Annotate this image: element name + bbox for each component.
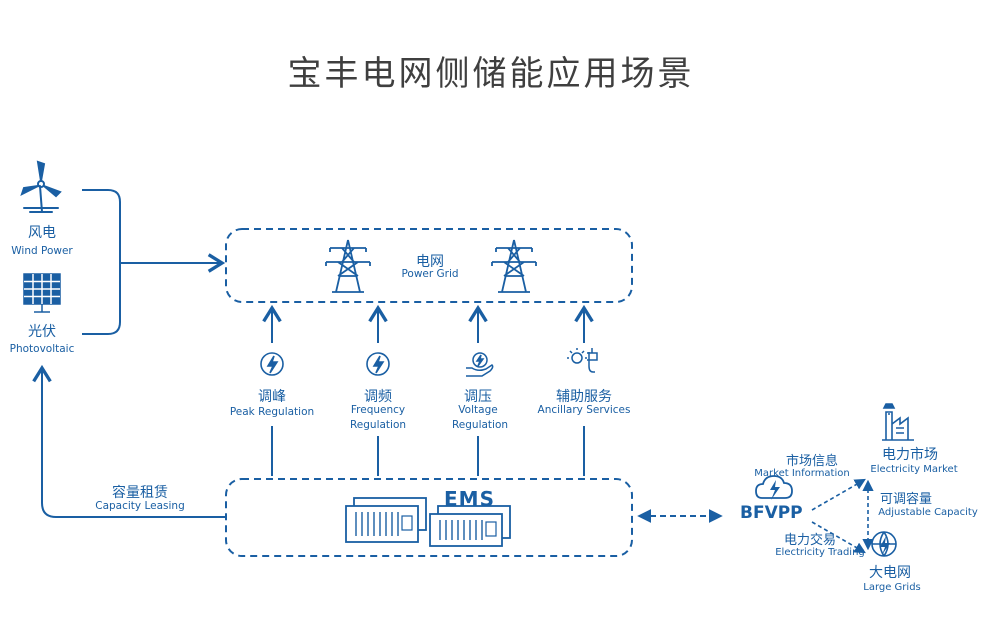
peak-regulation-label-en: Peak Regulation	[229, 406, 315, 418]
electricity-market-label-en: Electricity Market	[870, 464, 958, 475]
voltage-regulation-label-en-1: Voltage	[458, 404, 498, 416]
photovoltaic-label-en: Photovoltaic	[9, 343, 75, 355]
factory-icon	[882, 403, 914, 441]
transmission-tower-icon	[491, 239, 537, 293]
capacity-leasing-label-zh: 容量租赁	[112, 485, 168, 501]
wind-turbine-icon	[20, 160, 62, 213]
lightning-icon	[366, 352, 390, 376]
electricity-market-label-zh: 电力市场	[882, 447, 938, 463]
power-grid-box	[225, 228, 633, 303]
power-grid-label-zh: 电网	[416, 254, 444, 270]
large-grids-label-zh: 大电网	[869, 565, 911, 581]
sources-connector	[82, 189, 121, 335]
ems-label: EMS	[444, 487, 495, 511]
lightning-icon	[260, 352, 284, 376]
wind-power-label-zh: 风电	[28, 225, 56, 241]
page-title: 宝丰电网侧储能应用场景	[287, 54, 695, 94]
leasing-connector	[32, 364, 226, 518]
bfvpp-to-market-link	[811, 478, 866, 511]
frequency-regulation-label-en-2: Regulation	[349, 419, 407, 431]
bfvpp-to-grids-link	[811, 521, 866, 554]
ancillary-services-label-zh: 辅助服务	[556, 389, 612, 405]
adjustable-capacity-label-en: Adjustable Capacity	[878, 507, 978, 518]
globe-lightning-icon	[871, 531, 897, 557]
electricity-trading-label-zh: 电力交易	[783, 533, 837, 548]
adjustable-capacity-label-zh: 可调容量	[879, 492, 933, 507]
battery-container-icon	[345, 497, 511, 547]
transmission-tower-icon	[325, 239, 371, 293]
peak-regulation-label-zh: 调峰	[258, 389, 286, 405]
large-grids-label-en: Large Grids	[863, 582, 921, 593]
market-information-label-en: Market Information	[754, 468, 850, 479]
bulb-plug-icon	[567, 348, 598, 373]
solar-panel-icon	[23, 273, 61, 313]
ems-box	[225, 478, 633, 557]
capacity-leasing-label-en: Capacity Leasing	[95, 500, 185, 512]
frequency-regulation-label-zh: 调频	[364, 389, 392, 405]
hand-lightning-icon	[466, 352, 494, 377]
wind-power-label-en: Wind Power	[11, 245, 73, 257]
power-grid-label-en: Power Grid	[401, 268, 459, 280]
cloud-lightning-icon	[755, 475, 793, 500]
frequency-regulation-label-en-1: Frequency	[350, 404, 406, 416]
electricity-trading-label-en: Electricity Trading	[775, 547, 865, 558]
photovoltaic-label-zh: 光伏	[28, 324, 56, 340]
voltage-regulation-label-en-2: Regulation	[451, 419, 509, 431]
ancillary-services-label-en: Ancillary Services	[537, 404, 631, 416]
bfvpp-label: BFVPP	[740, 503, 803, 523]
voltage-regulation-label-zh: 调压	[464, 389, 492, 405]
market-information-label-zh: 市场信息	[785, 454, 839, 469]
